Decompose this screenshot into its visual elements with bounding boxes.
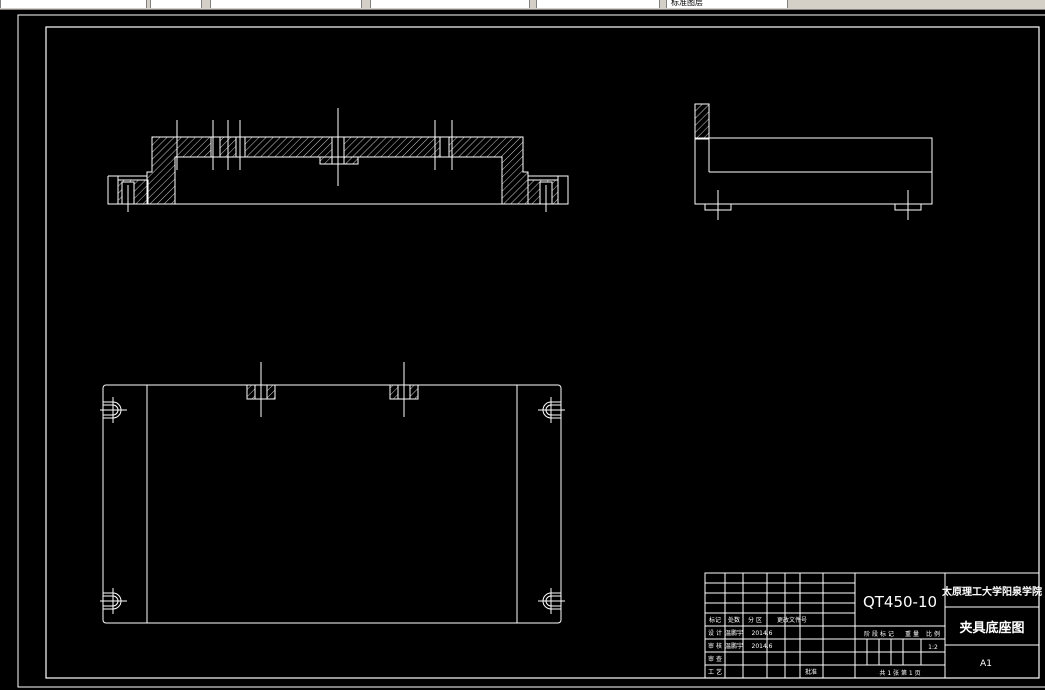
toolbar-combo-1[interactable] (0, 0, 147, 8)
header-doc-no: 更改文件号 (777, 616, 807, 624)
row-role: 工 艺 (708, 668, 722, 676)
material-text: QT450-10 (863, 593, 937, 611)
row-date: 2014.6 (752, 630, 773, 637)
toolbar-style-combo[interactable]: 标准图层 (666, 0, 788, 8)
row-role: 审 核 (708, 642, 722, 650)
scale-label: 比 例 (926, 630, 940, 638)
title-block (704, 572, 1040, 679)
sheet-border (17, 14, 1045, 688)
toolbar-combo-2[interactable] (150, 0, 202, 8)
drawing-name: 夹具底座图 (959, 620, 1024, 636)
top-view (100, 362, 565, 624)
scale-value: 1:2 (928, 644, 938, 651)
drawing-canvas[interactable]: QT450-10 太原理工大学阳泉学院 夹具底座图 A1 阶 段 标 记 重 量… (0, 10, 1045, 690)
drawing-frame (45, 26, 1040, 679)
row-date: 2014.6 (752, 643, 773, 650)
toolbar-combo-4[interactable] (370, 0, 530, 8)
toolbar-style-label: 标准图层 (671, 0, 703, 7)
header-mark: 标记 (709, 616, 721, 624)
toolbar-combo-5[interactable] (536, 0, 660, 8)
sheet-info: 共 1 张 第 1 页 (879, 669, 920, 677)
cad-toolbar: 标准图层 (0, 0, 1045, 10)
school-name: 太原理工大学阳泉学院 (941, 585, 1042, 598)
toolbar-combo-3[interactable] (210, 0, 362, 8)
header-zone: 分 区 (748, 616, 762, 624)
title-block-text: QT450-10 太原理工大学阳泉学院 夹具底座图 A1 阶 段 标 记 重 量… (708, 585, 1042, 677)
stage-label: 阶 段 标 记 (864, 630, 894, 638)
header-count: 处数 (728, 616, 740, 624)
row-name: 温鹏宇 (725, 642, 743, 650)
row-role: 审 查 (708, 655, 722, 663)
front-view (107, 108, 569, 212)
sheet-size: A1 (980, 659, 992, 669)
approval-label: 批准 (805, 668, 817, 676)
row-name: 温鹏宇 (725, 629, 743, 637)
side-view (694, 103, 933, 220)
weight-label: 重 量 (905, 630, 919, 638)
row-role: 设 计 (708, 629, 722, 637)
